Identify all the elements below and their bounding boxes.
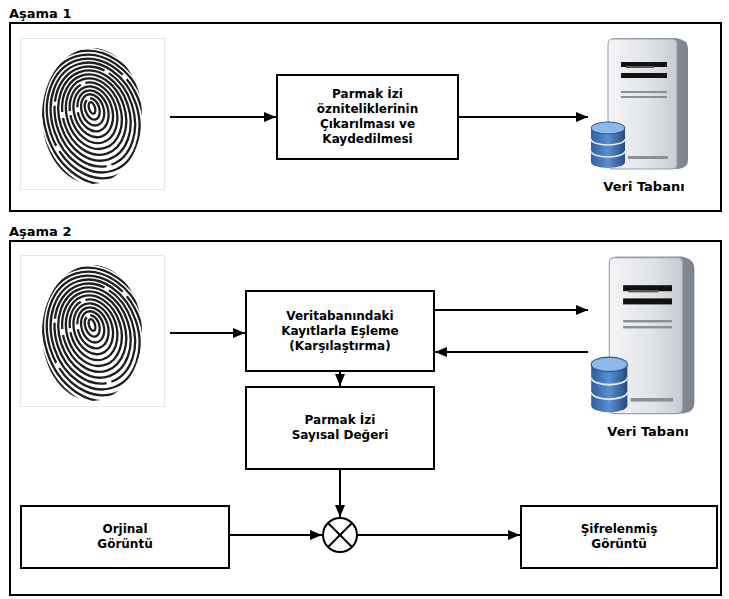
stage-heading: Aşama 1 <box>9 6 71 21</box>
multiply-symbol <box>323 518 357 552</box>
image-box: Şifrelenmiş Görüntü <box>520 505 718 569</box>
database-server: Veri Tabanı <box>588 254 708 450</box>
stage-frame: Aşama 1Parmak İzi özniteliklerinin Çıkar… <box>9 22 722 212</box>
stage-frame: Aşama 2Veritabanındaki Kayıtlarla Eşleme… <box>9 240 722 596</box>
flow-arrow <box>230 534 322 536</box>
process-box: Parmak İzi özniteliklerinin Çıkarılması … <box>276 74 459 160</box>
database-label: Veri Tabanı <box>588 424 708 439</box>
stage-heading: Aşama 2 <box>9 224 71 239</box>
database-server: Veri Tabanı <box>588 36 700 208</box>
box-label: Veritabanındaki Kayıtlarla Eşleme (Karşı… <box>260 309 420 354</box>
server-icon <box>588 254 705 416</box>
flow-arrow <box>435 309 588 311</box>
flow-arrow <box>170 116 276 118</box>
flow-arrow <box>339 470 341 517</box>
flow-arrow <box>339 372 341 386</box>
box-label: Parmak İzi özniteliklerinin Çıkarılması … <box>285 87 450 147</box>
flow-arrow <box>170 332 245 334</box>
fingerprint-image <box>17 248 176 429</box>
image-box: Orjinal Görüntü <box>20 505 230 569</box>
process-box: Parmak İzi Sayısal Değeri <box>245 386 435 470</box>
flow-arrow <box>435 351 588 353</box>
database-label: Veri Tabanı <box>588 179 700 194</box>
flow-arrow <box>459 116 588 118</box>
server-icon <box>588 36 698 171</box>
box-label: Şifrelenmiş Görüntü <box>564 522 674 552</box>
box-label: Parmak İzi Sayısal Değeri <box>280 413 400 443</box>
fingerprint-image <box>17 31 176 212</box>
box-label: Orjinal Görüntü <box>78 522 173 552</box>
flow-arrow <box>358 534 520 536</box>
process-box: Veritabanındaki Kayıtlarla Eşleme (Karşı… <box>245 290 435 372</box>
